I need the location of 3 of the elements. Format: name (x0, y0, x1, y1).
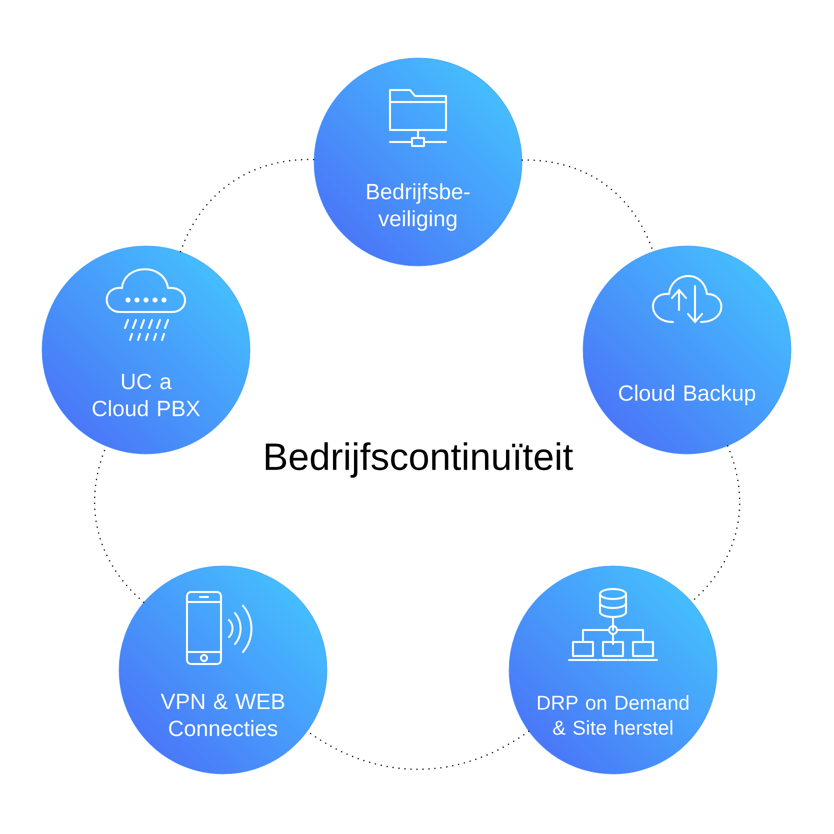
dotted-connector (691, 445, 740, 602)
diagram-title: Bedrijfscontinuïteit (266, 442, 573, 478)
dotted-connector (180, 158, 314, 252)
